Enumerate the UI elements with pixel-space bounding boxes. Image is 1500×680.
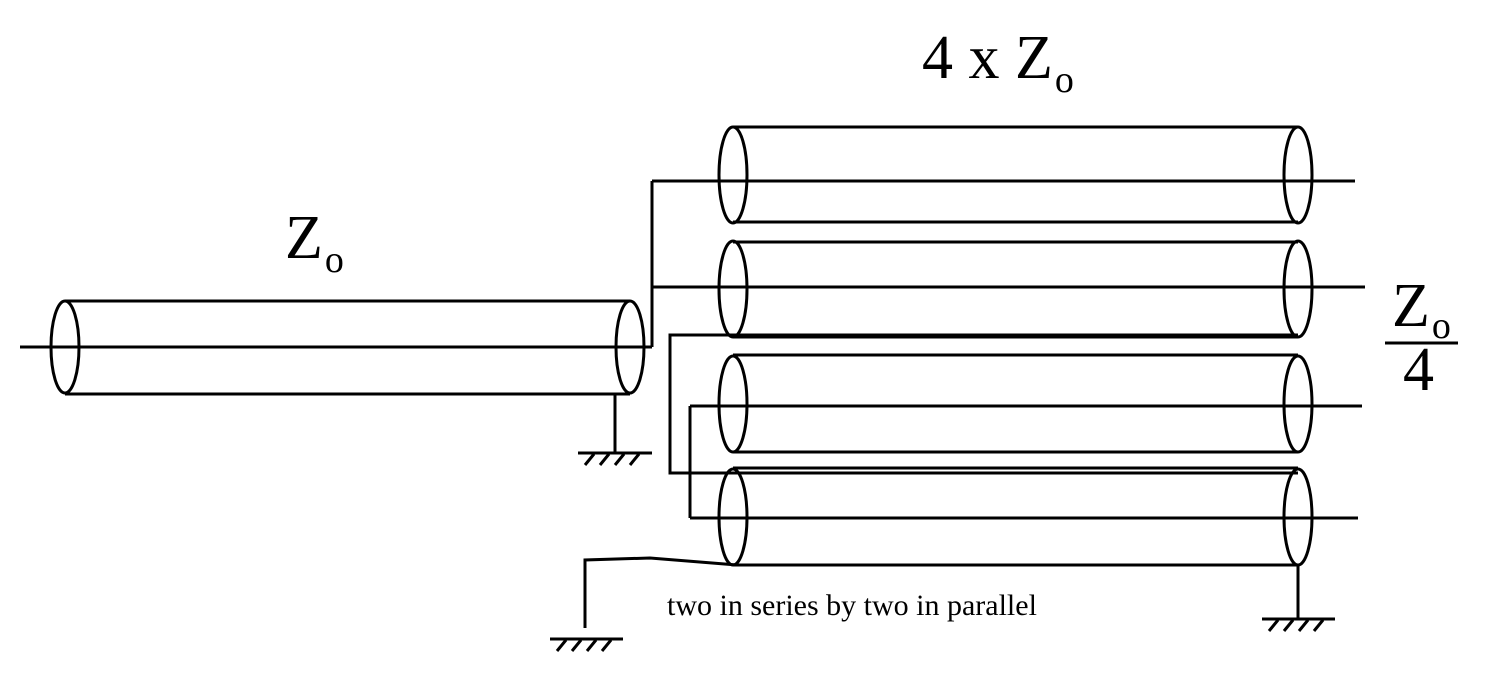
input-impedance-label: Zo: [285, 204, 344, 281]
configuration-caption: two in series by two in parallel: [667, 589, 1037, 622]
bundle-ground-right-symbol: [1262, 617, 1335, 632]
bundle-ground-left-symbol: [550, 637, 623, 652]
output-impedance-label: Zo 4: [1385, 272, 1458, 404]
connection-wires: [583, 181, 1300, 628]
svg-text:Zo: Zo: [1392, 272, 1451, 347]
output-denominator: 4: [1403, 336, 1434, 404]
bundle-impedance-label: 4 x Zo: [922, 24, 1074, 101]
cable-2: [717, 239, 1314, 339]
cable-3: [717, 354, 1314, 454]
input-coax-cable: [20, 299, 650, 396]
cable-1: [717, 125, 1314, 225]
parallel-cable-bundle: [652, 125, 1365, 567]
input-ground-symbol: [578, 394, 652, 466]
